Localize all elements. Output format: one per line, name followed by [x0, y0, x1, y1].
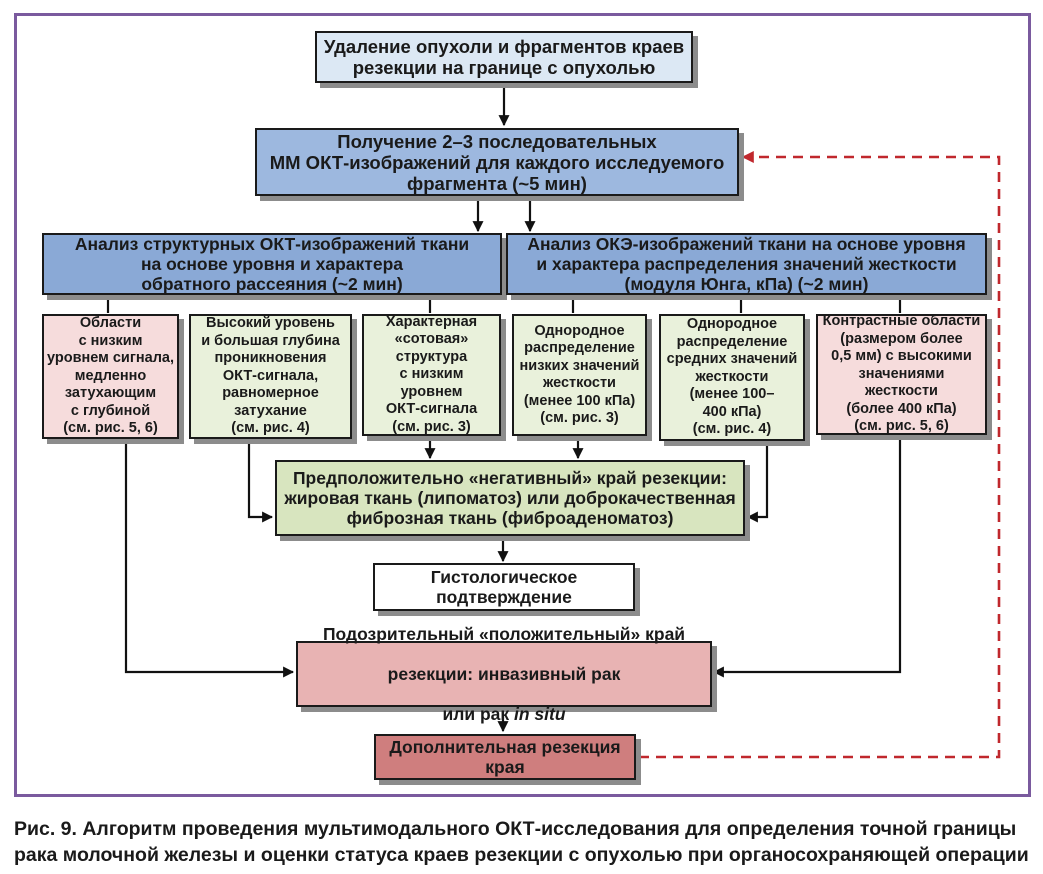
caption-line-2: рака молочной железы и оценки статуса кр…	[14, 844, 1029, 866]
positive-margin-line-1: Подозрительный «положительный» край	[322, 624, 686, 644]
mid-stiffness-text: Однородное распределение средних значени…	[666, 316, 798, 438]
structural-analysis-box: Анализ структурных ОКТ-изображений ткани…	[42, 233, 502, 295]
removal-box: Удаление опухоли и фрагментов краев резе…	[315, 31, 693, 83]
low-signal-box: Области с низким уровнем сигнала, медлен…	[42, 314, 179, 439]
positive-margin-line-2: резекции: инвазивный рак	[387, 664, 621, 684]
arrow-high-stiffness-to-positive	[712, 436, 902, 678]
elasto-analysis-box: Анализ ОКЭ-изображений ткани на основе у…	[506, 233, 987, 295]
low-signal-text: Области с низким уровнем сигнала, медлен…	[46, 315, 175, 437]
arrow-high-level-to-negative	[247, 440, 274, 523]
positive-margin-box: Подозрительный «положительный» край резе…	[296, 624, 712, 724]
arrow-mid-stiffness-to-negative	[746, 442, 769, 523]
elasto-analysis-text: Анализ ОКЭ-изображений ткани на основе у…	[527, 234, 966, 294]
additional-resection-box: Дополнительная резекция края	[374, 734, 636, 780]
arrow-low-signal-to-positive	[124, 441, 295, 678]
negative-margin-text: Предположительно «негативный» край резек…	[284, 468, 736, 528]
caption-line-1: Рис. 9. Алгоритм проведения мультимодаль…	[14, 818, 1017, 840]
acquisition-box: Получение 2–3 последовательных ММ ОКТ-из…	[255, 128, 739, 196]
histology-text: Гистологическое подтверждение	[430, 567, 578, 607]
high-level-box: Высокий уровень и большая глубина проник…	[189, 314, 352, 439]
structural-analysis-text: Анализ структурных ОКТ-изображений ткани…	[74, 234, 470, 294]
feedback-arrow-resection-to-acquisition	[639, 151, 1001, 759]
additional-resection-text: Дополнительная резекция края	[389, 737, 621, 777]
low-stiffness-box: Однородное распределение низких значений…	[512, 314, 647, 436]
positive-margin-line-3-em: in situ	[514, 704, 566, 724]
histology-box: Гистологическое подтверждение	[373, 563, 635, 611]
high-stiffness-box: Контрастные области (размером более 0,5 …	[816, 313, 987, 435]
figure-caption: Рис. 9. Алгоритм проведения мультимодаль…	[14, 816, 1031, 868]
high-level-text: Высокий уровень и большая глубина проник…	[201, 315, 340, 437]
honeycomb-box: Характерная «сотовая» структура с низким…	[362, 314, 501, 436]
removal-text: Удаление опухоли и фрагментов краев резе…	[323, 36, 685, 78]
mid-stiffness-box: Однородное распределение средних значени…	[659, 314, 805, 441]
low-stiffness-text: Однородное распределение низких значений…	[519, 322, 640, 427]
high-stiffness-text: Контрастные области (размером более 0,5 …	[822, 313, 981, 435]
positive-margin-line-3: или рак in situ	[323, 704, 685, 724]
honeycomb-text: Характерная «сотовая» структура с низким…	[385, 313, 478, 435]
acquisition-text: Получение 2–3 последовательных ММ ОКТ-из…	[269, 130, 725, 194]
positive-margin-line-3-lead: или рак	[442, 704, 514, 724]
positive-margin-text: Подозрительный «положительный» край резе…	[323, 604, 685, 744]
negative-margin-box: Предположительно «негативный» край резек…	[275, 460, 745, 536]
